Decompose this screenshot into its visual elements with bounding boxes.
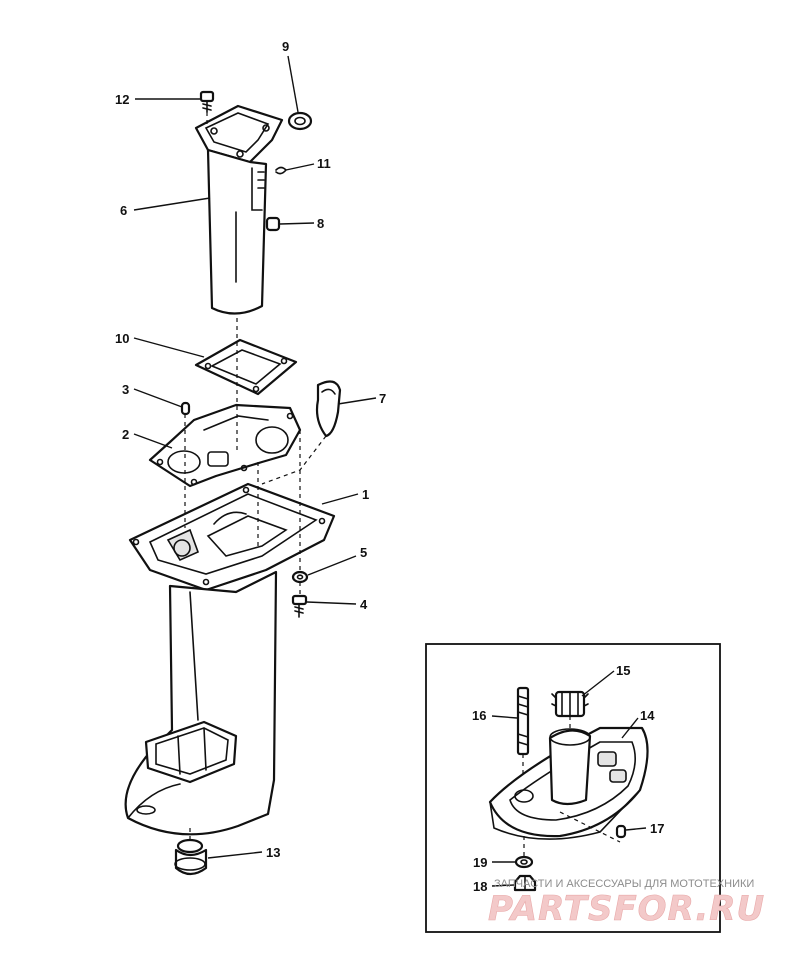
assembly-lines bbox=[184, 112, 327, 840]
inset-box bbox=[425, 643, 721, 933]
part-7-cover bbox=[315, 380, 342, 438]
callout-1: 1 bbox=[362, 487, 369, 502]
callout-18: 18 bbox=[473, 879, 487, 894]
callout-2: 2 bbox=[122, 427, 129, 442]
callout-8: 8 bbox=[317, 216, 324, 231]
callout-14: 14 bbox=[640, 708, 655, 723]
callout-15: 15 bbox=[616, 663, 630, 678]
callout-9: 9 bbox=[282, 39, 289, 54]
part-13-grommet bbox=[174, 838, 208, 876]
part-1-driveshaft-housing bbox=[124, 482, 336, 836]
part-5-washer bbox=[291, 570, 309, 584]
callout-11: 11 bbox=[317, 156, 331, 171]
callout-10: 10 bbox=[115, 331, 129, 346]
part-4-bolt bbox=[291, 594, 308, 618]
part-15-impeller bbox=[551, 690, 589, 730]
part-18-nut bbox=[513, 874, 537, 892]
leader-lines bbox=[133, 55, 647, 887]
callout-5: 5 bbox=[360, 545, 367, 560]
callout-3: 3 bbox=[122, 382, 129, 397]
watermark-brand: PARTSFOR.RU bbox=[488, 889, 765, 929]
part-11-clip bbox=[275, 166, 288, 175]
part-6-housing-tube bbox=[194, 104, 284, 315]
watermark-caption: ЗАПЧАСТИ И АКСЕССУАРЫ ДЛЯ МОТОТЕХНИКИ bbox=[494, 878, 754, 890]
part-17-pin bbox=[559, 811, 627, 843]
part-10-gasket bbox=[194, 338, 298, 396]
watermark: ЗАПЧАСТИ И АКСЕССУАРЫ ДЛЯ МОТОТЕХНИКИ PA… bbox=[488, 878, 765, 929]
callout-4: 4 bbox=[360, 597, 368, 612]
callout-13: 13 bbox=[266, 845, 280, 860]
part-9-grommet bbox=[287, 111, 313, 131]
part-8-bushing bbox=[265, 216, 281, 232]
callout-16: 16 bbox=[472, 708, 486, 723]
callout-17: 17 bbox=[650, 821, 664, 836]
callout-19: 19 bbox=[473, 855, 487, 870]
callout-12: 12 bbox=[115, 92, 129, 107]
part-14-pump-base bbox=[488, 726, 649, 840]
callout-numbers: 12 9 11 6 8 10 3 7 2 1 5 4 13 15 16 14 1… bbox=[115, 39, 664, 894]
callout-7: 7 bbox=[379, 391, 386, 406]
part-2-gasket bbox=[148, 403, 302, 488]
part-16-stud bbox=[516, 686, 530, 790]
part-19-washer bbox=[514, 836, 534, 869]
part-12-screw bbox=[199, 90, 215, 113]
part-3-dowel-pin bbox=[180, 401, 191, 416]
callout-6: 6 bbox=[120, 203, 127, 218]
